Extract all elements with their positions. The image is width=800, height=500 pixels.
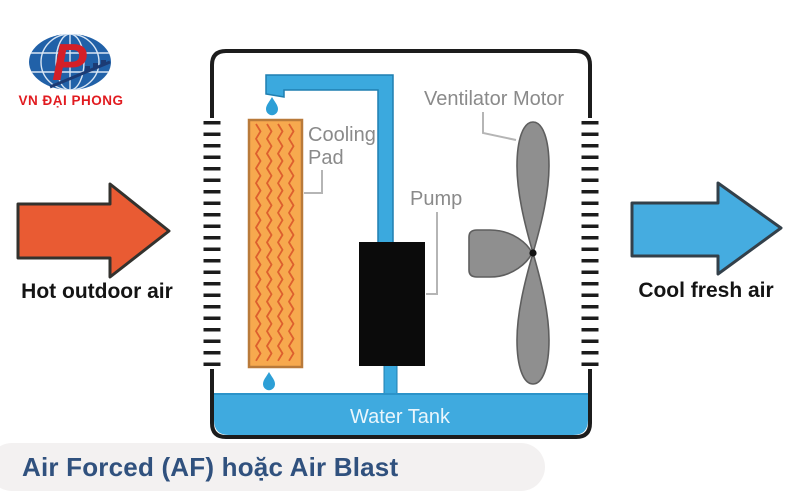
pump-leader [426, 212, 438, 295]
water-tank: Water Tank [214, 393, 588, 435]
pump [359, 242, 425, 366]
cooling-pad-label-line2: Pad [308, 147, 344, 169]
company-name: VN ĐẠI PHONG [18, 93, 123, 108]
water-tank-label: Water Tank [350, 406, 451, 428]
logo-dots [85, 60, 106, 71]
globe-gridlines [29, 34, 111, 90]
cool-air-label: Cool fresh air [638, 279, 773, 302]
ventilator-leader [482, 112, 517, 141]
fan-blade-bottom [516, 250, 550, 385]
droplet-icon-top [266, 97, 278, 116]
leader-lines [304, 112, 517, 295]
cooling-pad-leader [304, 170, 323, 194]
ventilator-fan [468, 121, 550, 385]
logo: P VN ĐẠI PHONG [18, 34, 123, 108]
fan-blade-top [516, 121, 550, 256]
hot-air-arrow-icon [16, 182, 171, 279]
water-pipe [265, 74, 394, 244]
cool-air-arrow-icon [630, 181, 783, 276]
caption-bar: Air Forced (AF) hoặc Air Blast [0, 443, 545, 491]
ventilator-motor-label: Ventilator Motor [424, 88, 564, 110]
fan-blade-left [468, 229, 533, 278]
cooling-pad-label-line1: Cooling [308, 124, 376, 146]
droplet-icon-bottom [263, 372, 275, 391]
box-outline-top [210, 49, 592, 118]
logo-swoosh [49, 60, 111, 89]
fan-hub [529, 249, 537, 257]
pump-drain-pipe [383, 363, 398, 395]
cooling-pad [247, 118, 304, 369]
hot-air-label: Hot outdoor air [21, 280, 173, 303]
pump-label: Pump [410, 188, 462, 210]
cabinet-box [203, 49, 599, 439]
logo-monogram: P [52, 34, 87, 92]
box-outline-bottom [210, 369, 592, 439]
cool-air-flow: Cool fresh air [630, 181, 783, 302]
caption-text: Air Forced (AF) hoặc Air Blast [22, 451, 399, 482]
hot-air-flow: Hot outdoor air [16, 182, 173, 303]
